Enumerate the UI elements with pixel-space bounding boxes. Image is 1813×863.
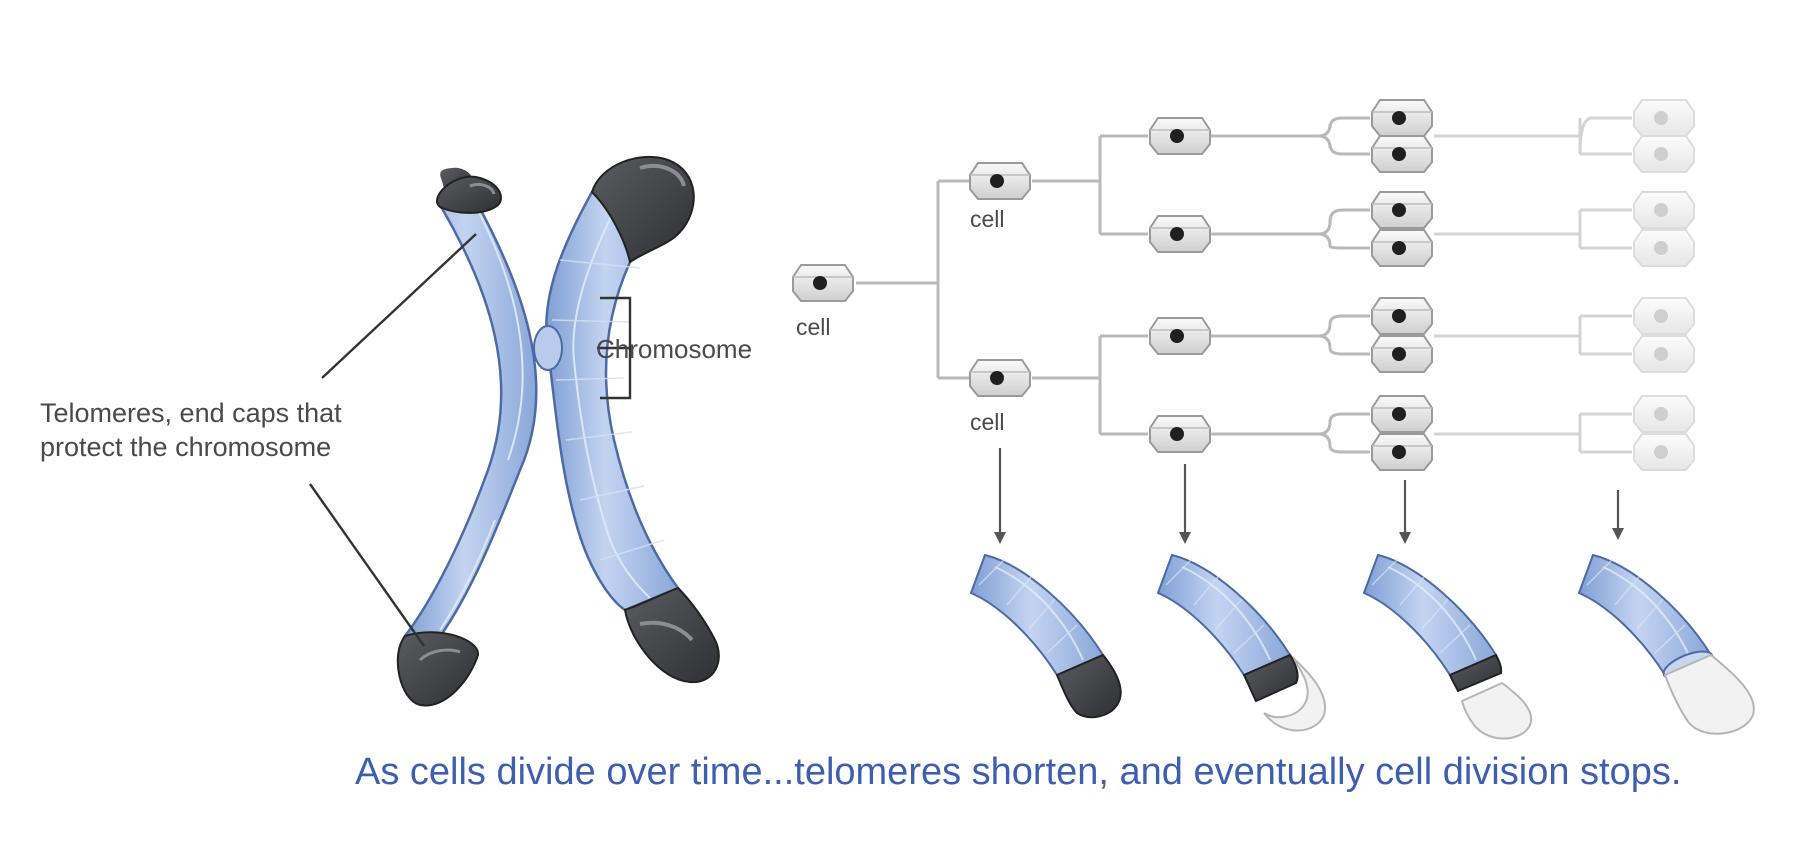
cell-icon xyxy=(792,264,854,302)
cell-icon xyxy=(1633,433,1695,471)
cell-icon xyxy=(1371,99,1433,137)
down-arrow-icon xyxy=(994,448,1006,544)
cell-icon xyxy=(1371,229,1433,267)
telomere-pointer-top xyxy=(321,233,477,379)
chromosome-icon xyxy=(396,155,720,707)
chromosome-label: Chromosome xyxy=(596,334,752,364)
cell-icon xyxy=(1371,335,1433,373)
telomeres-label-line-1: Telomeres, end caps that xyxy=(40,398,342,428)
telomeres-label-line-2: protect the chromosome xyxy=(40,432,331,462)
cell-icon xyxy=(1633,335,1695,373)
cell-icon xyxy=(1371,433,1433,471)
cell-icon xyxy=(1149,215,1211,253)
telomere-pointer-bottom xyxy=(309,483,425,647)
telomeres-label: Telomeres, end caps that protect the chr… xyxy=(40,398,349,462)
down-arrow-icon xyxy=(1179,464,1191,544)
chromosome-segment-icon xyxy=(970,554,1122,719)
cell-bottom-label: cell xyxy=(970,409,1005,435)
cell-icon xyxy=(1371,135,1433,173)
cell-icon xyxy=(1633,229,1695,267)
cell-icon xyxy=(1633,99,1695,137)
cell-icon xyxy=(1149,117,1211,155)
cell-icon xyxy=(1371,297,1433,335)
cell-icon xyxy=(1633,135,1695,173)
cell-root-label: cell xyxy=(796,314,831,340)
cell-icon xyxy=(1633,191,1695,229)
cell-icon xyxy=(969,162,1031,200)
cell-icon xyxy=(1633,297,1695,335)
cell-icon xyxy=(1371,191,1433,229)
chromosome-segment-icon xyxy=(1578,554,1755,735)
cell-icon xyxy=(969,359,1031,397)
cell-icon xyxy=(1149,415,1211,453)
cell-division-tree xyxy=(856,116,1632,454)
chromosome-segment-icon xyxy=(1157,554,1327,732)
caption-text: As cells divide over time...telomeres sh… xyxy=(355,751,1681,793)
cell-icon xyxy=(1633,395,1695,433)
cell-top-label: cell xyxy=(970,206,1005,232)
cell-icon xyxy=(1149,317,1211,355)
chromosome-segment-icon xyxy=(1363,554,1533,740)
down-arrow-icon xyxy=(1612,490,1624,540)
down-arrow-icon xyxy=(1399,480,1411,544)
cell-icon xyxy=(1371,395,1433,433)
